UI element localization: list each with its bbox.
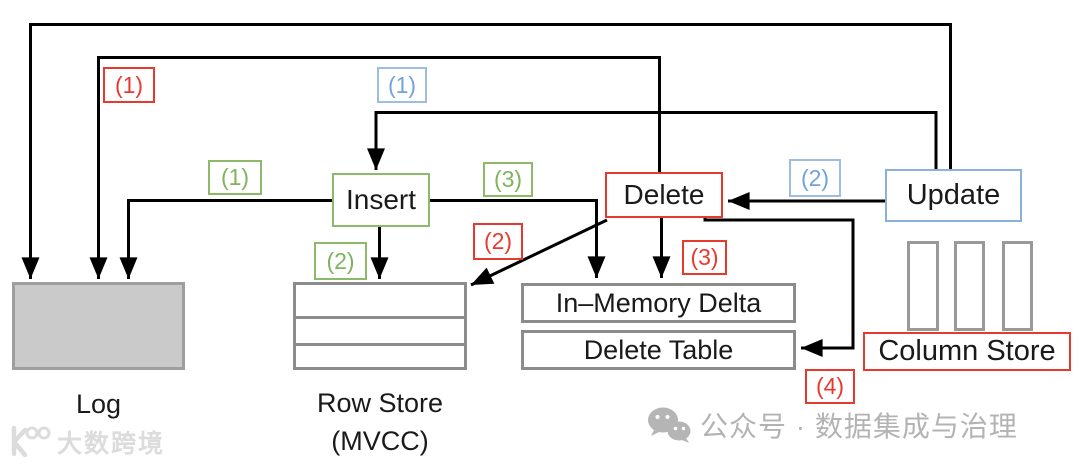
wechat-icon xyxy=(648,407,691,443)
brand-watermark-text: 大数跨境 xyxy=(57,430,166,458)
wechat-watermark: 公众号 · 数据集成与治理 xyxy=(646,405,1018,445)
column-store-bar xyxy=(954,241,985,331)
arrow-delete-to-log xyxy=(89,56,661,279)
arrow-insert-to-log xyxy=(119,199,332,279)
step-label-insert-3: (3) xyxy=(483,162,533,197)
step-label-delete-4: (4) xyxy=(805,369,855,404)
update-node: Update xyxy=(885,169,1022,222)
column-store-bar xyxy=(907,241,939,331)
row-store-caption-mvcc: (MVCC) xyxy=(331,426,429,456)
row-store-box xyxy=(293,282,467,370)
arrow-insert-to-delta xyxy=(430,199,606,278)
delete-table-box: Delete Table xyxy=(521,330,796,370)
step-label-delete-2: (2) xyxy=(473,223,523,260)
in-memory-delta-box: In–Memory Delta xyxy=(521,283,796,323)
insert-node: Insert xyxy=(332,173,430,227)
step-label-update-1: (1) xyxy=(377,67,427,103)
row-store-divider xyxy=(296,316,464,319)
column-store-bar xyxy=(1002,241,1033,331)
column-store-box: Column Store xyxy=(863,332,1071,371)
arrow-delete-to-row-store xyxy=(470,218,608,287)
step-label-update-2: (2) xyxy=(789,159,841,197)
arrow-update-to-insert xyxy=(367,111,938,170)
step-label-insert-1: (1) xyxy=(208,160,262,195)
delete-node: Delete xyxy=(605,172,723,218)
step-label-delete-3: (3) xyxy=(682,240,727,275)
arrow-delete-to-delete-table xyxy=(703,215,855,357)
row-store-caption: Row Store xyxy=(316,388,444,418)
log-box xyxy=(12,282,185,370)
brand-watermark: 大数跨境 xyxy=(5,424,165,460)
step-label-insert-2: (2) xyxy=(314,242,367,280)
brand-logo-icon xyxy=(11,425,51,458)
log-caption: Log xyxy=(75,389,122,419)
arrow-update-to-log xyxy=(21,23,952,279)
step-label-delete-1: (1) xyxy=(103,67,155,103)
row-store-divider xyxy=(296,343,464,346)
wechat-watermark-text: 公众号 · 数据集成与治理 xyxy=(700,411,1018,442)
